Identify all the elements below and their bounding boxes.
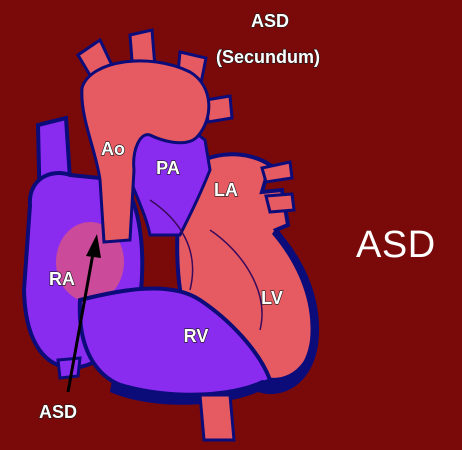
label-la: LA: [214, 180, 238, 200]
side-label: ASD: [356, 224, 436, 267]
inferior-vena-cava: [58, 358, 80, 378]
descending-aorta: [200, 395, 234, 440]
pulmonary-vein-lower: [266, 194, 294, 212]
label-ao: Ao: [101, 139, 125, 159]
label-rv: RV: [184, 326, 209, 346]
diagram-title-line1: ASD: [251, 11, 289, 31]
label-ra: RA: [49, 269, 75, 289]
diagram-title-line2: (Secundum): [216, 47, 320, 67]
label-pa: PA: [156, 158, 180, 178]
label-lv: LV: [261, 288, 283, 308]
label-asd-pointer: ASD: [39, 402, 77, 422]
